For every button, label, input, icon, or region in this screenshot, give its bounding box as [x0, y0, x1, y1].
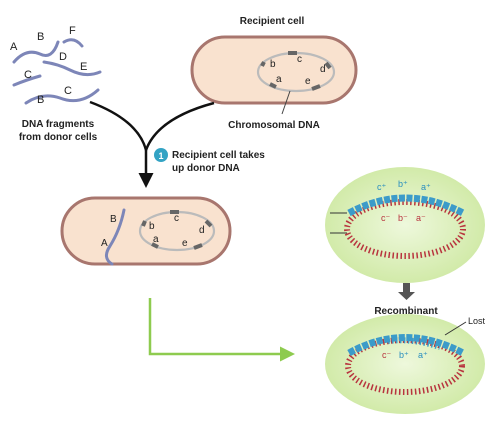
gene-mark [324, 61, 332, 70]
merge-arrow [89, 100, 215, 188]
chromosome-gene-label: a [276, 74, 282, 85]
fragment-gene-label: B [37, 31, 44, 43]
pairing-recipient-label: c⁻ [381, 213, 391, 223]
recipient-cell-title: Recipient cell [240, 16, 305, 27]
uptake-gene-label: d [199, 225, 205, 236]
recombinant-gene-label: c⁻ [382, 350, 392, 360]
uptake-gene-label: e [182, 238, 188, 249]
gene-mark [269, 82, 277, 89]
step-1: 1 Recipient cell takes up donor DNA [154, 148, 265, 174]
donor-fragments: A B F C D E B C DNA fragments from donor… [10, 25, 102, 143]
recombinant-chromosome [345, 337, 465, 395]
pairing-donor-label: b⁺ [398, 179, 408, 189]
fragment-gene-label: F [69, 25, 76, 37]
lost-label: Lost [468, 316, 486, 326]
green-arrow-path [148, 298, 295, 362]
gene-mark [193, 243, 203, 250]
donor-fragment [12, 74, 42, 87]
step-number-badge [154, 148, 168, 162]
pairing-donor-label: a⁺ [421, 182, 431, 192]
pairing-donor-label: c⁺ [377, 182, 387, 192]
donor-gene-label: A [101, 238, 108, 249]
gene-mark [151, 242, 159, 249]
step-number: 1 [158, 151, 163, 161]
uptake-gene-marks [141, 210, 213, 250]
pairing-cell-group: c⁺ b⁺ a⁺ c⁻ b⁻ a⁻ [325, 167, 485, 283]
chromosome-gene-label: e [305, 76, 311, 87]
merge-arrow-right [144, 101, 215, 151]
chromosome-gene-marks [260, 51, 332, 91]
chromosome-gene-label: b [270, 59, 276, 70]
fragment-gene-label: D [59, 51, 67, 63]
uptake-cell [60, 196, 232, 266]
donor-fragment [62, 38, 84, 48]
donor-fragment [12, 40, 60, 64]
down-arrow-head [398, 292, 415, 300]
gene-mark [260, 61, 266, 67]
uptake-cell-group: B A b c d a e [60, 196, 232, 266]
pairing-cell [325, 167, 485, 283]
fragment-gene-label: E [80, 61, 87, 73]
recombinant-gene-label: b⁺ [399, 350, 409, 360]
donor-fragment [42, 60, 102, 77]
step-text-line2: up donor DNA [172, 163, 240, 174]
down-arrow [398, 283, 415, 300]
chromosome-leader-line [281, 90, 291, 115]
step-text-line1: Recipient cell takes [172, 150, 265, 161]
fragment-gene-label: C [64, 85, 72, 97]
absorbed-donor-fragment [105, 208, 126, 266]
uptake-gene-label: c [174, 213, 179, 224]
uptake-gene-label: b [149, 221, 155, 232]
chromosomal-dna-label: Chromosomal DNA [228, 120, 320, 131]
gene-mark [311, 84, 321, 91]
pairing-recipient-label: a⁻ [416, 213, 426, 223]
pairing-recipient-label: b⁻ [398, 213, 408, 223]
donor-caption-line1: DNA fragments [22, 119, 95, 130]
recombinant-cell-group: Recombinant Lost c⁻ b⁺ a⁺ [325, 306, 486, 414]
recombinant-title: Recombinant [374, 306, 438, 317]
lost-leader-line [444, 321, 467, 336]
gene-mark [141, 220, 147, 227]
lost-strand [347, 334, 465, 357]
fragment-gene-label: B [37, 94, 44, 106]
chromosome-gene-label: c [297, 54, 302, 65]
gene-mark [204, 219, 213, 228]
pairing-chromosome [344, 199, 466, 259]
donor-fragment [24, 88, 100, 105]
uptake-gene-label: a [153, 234, 159, 245]
recipient-cell [190, 35, 358, 105]
recombinant-cell [325, 314, 485, 414]
chromosome-gene-label: d [320, 64, 326, 75]
donor-gene-label: B [110, 214, 117, 225]
fragment-gene-label: C [24, 69, 32, 81]
recipient-cell-group: Recipient cell b c d a e Chromosomal DNA [190, 16, 358, 131]
recombinant-gene-label: a⁺ [418, 350, 428, 360]
down-arrow-shaft [403, 283, 410, 292]
green-arrow [148, 298, 295, 362]
merge-arrow-left [89, 100, 148, 151]
fragment-gene-label: A [10, 41, 18, 53]
donor-caption-line2: from donor cells [19, 132, 98, 143]
